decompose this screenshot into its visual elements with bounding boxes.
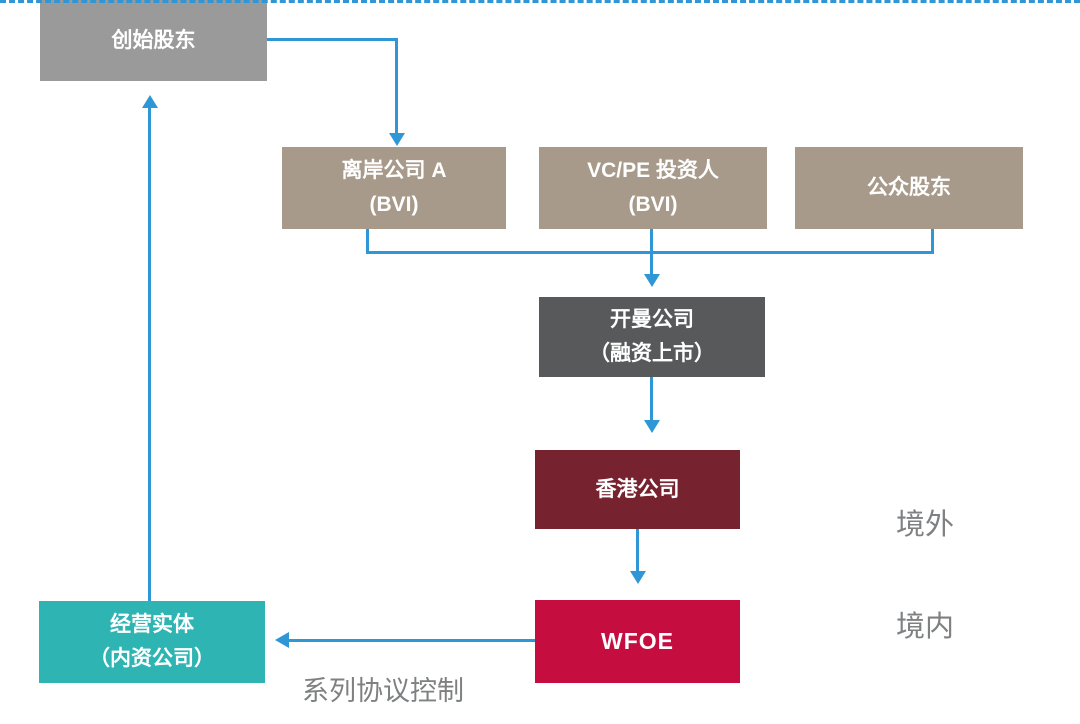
node-opco-line1: 经营实体 (110, 613, 194, 637)
vie-control-note-label: 系列协议控制 (302, 676, 464, 706)
node-cayman-line2: （融资上市） (589, 342, 715, 365)
connector-offshore-a-drop (366, 229, 369, 253)
node-offshore-a-line1: 离岸公司 A (341, 159, 447, 183)
node-public-label: 公众股东 (867, 176, 951, 200)
node-founder-shareholders: 创始股东 (40, 0, 267, 81)
arrow-opco-to-founder-vline (148, 108, 151, 601)
node-vcpe-line2: (BVI) (628, 193, 678, 216)
arrow-founder-to-offshore-a-head-icon (389, 133, 405, 146)
node-operating-entity: 经营实体 （内资公司） (39, 601, 265, 683)
arrow-wfoe-to-opco-head-icon (275, 632, 289, 648)
arrow-founder-to-offshore-a-vline (395, 38, 398, 135)
arrow-vcpe-to-cayman-vline (650, 229, 653, 276)
connector-public-drop (931, 229, 934, 253)
arrow-wfoe-to-opco-hline (288, 639, 535, 642)
arrow-opco-to-founder-head-icon (142, 95, 158, 108)
arrow-cayman-to-hk-vline (650, 377, 653, 422)
node-offshore-a-line2: (BVI) (369, 193, 419, 216)
node-vcpe-line1: VC/PE 投资人 (587, 159, 719, 183)
onshore-region-label: 境内 (896, 611, 955, 643)
node-public-shareholders: 公众股东 (795, 147, 1023, 229)
arrow-hk-to-wfoe-vline (636, 529, 639, 573)
node-hongkong-label: 香港公司 (595, 477, 680, 501)
arrow-cayman-to-hk-head-icon (644, 420, 660, 433)
node-wfoe-label: WFOE (601, 628, 674, 655)
arrow-to-cayman-head-icon (644, 274, 660, 287)
node-offshore-company-a: 离岸公司 A (BVI) (282, 147, 506, 229)
node-opco-line2: （内资公司） (89, 647, 215, 670)
node-wfoe: WFOE (535, 600, 740, 683)
node-founder-label: 创始股东 (111, 28, 196, 52)
onshore-offshore-divider (0, 0, 1080, 3)
offshore-region-label: 境外 (896, 509, 955, 541)
node-cayman-company: 开曼公司 （融资上市） (539, 297, 765, 377)
arrow-hk-to-wfoe-head-icon (630, 571, 646, 584)
node-vcpe-investors: VC/PE 投资人 (BVI) (539, 147, 767, 229)
node-cayman-line1: 开曼公司 (610, 308, 694, 332)
arrow-founder-to-offshore-a-hline (267, 38, 398, 41)
node-hongkong-company: 香港公司 (535, 450, 740, 529)
